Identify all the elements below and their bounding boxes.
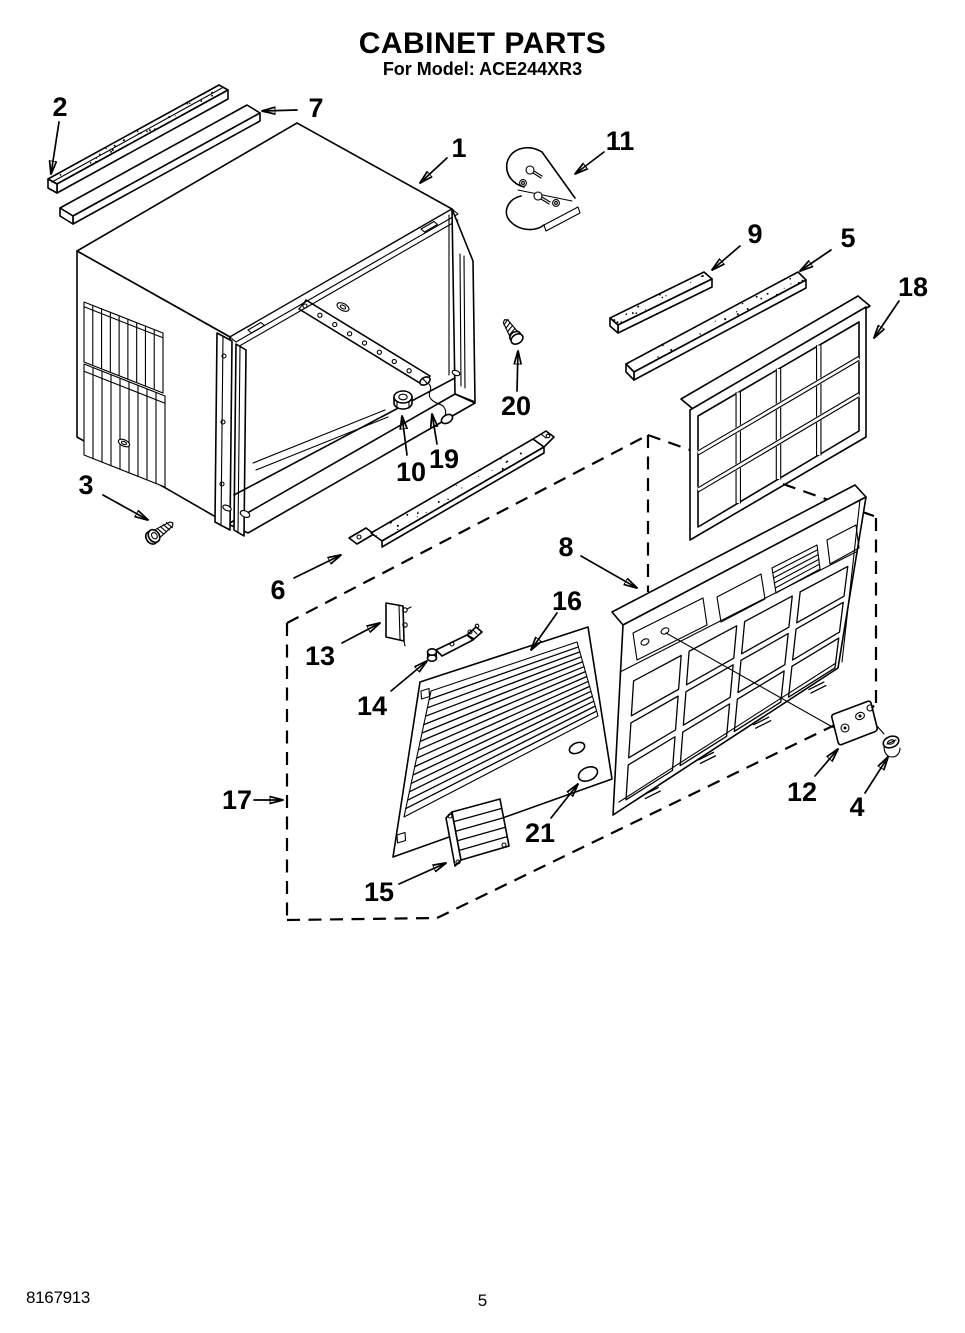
callout-number: 9 [747,219,762,249]
part-16-louvered-panel [392,626,613,858]
part-8-front-grille [611,484,867,816]
part-7-top-angle-rail [59,104,261,225]
callout-number: 1 [451,133,466,163]
callout-11: 11 [575,126,634,174]
callout-number: 13 [305,641,335,671]
page-title: CABINET PARTS [358,27,607,60]
part-14-latch [426,623,483,662]
part-21-oval-opening [577,766,599,782]
part-6-bottom-seal-rail [348,430,555,548]
callout-number: 18 [898,272,928,302]
callout-number: 17 [222,785,252,815]
callout-number: 20 [501,391,531,421]
part-12-control-plate [830,700,885,746]
part-5-seal-strip [625,271,807,381]
callout-18: 18 [874,272,928,338]
model-subtitle: For Model: ACE244XR3 [382,59,583,79]
callout-5: 5 [800,223,856,271]
part-19-clip [419,376,454,425]
callout-number: 3 [78,470,93,500]
callout-number: 19 [429,444,459,474]
callout-2: 2 [51,92,68,174]
document-number: 8167913 [26,1288,91,1307]
callout-1: 1 [420,133,467,183]
callout-15: 15 [364,863,446,907]
page-number: 5 [477,1291,488,1310]
callout-17: 17 [222,785,284,815]
callout-20: 20 [501,350,531,421]
part-4-knob [882,735,901,758]
callout-14: 14 [357,661,427,721]
part-20-screw [502,318,524,345]
part-1-cabinet-shell [76,122,476,537]
callout-number: 8 [558,532,573,562]
callout-number: 12 [787,777,817,807]
part-13-cover-plate [385,602,412,647]
part-10-nut [393,390,413,410]
callout-16: 16 [531,586,582,650]
part-9-seal-strip [609,271,713,334]
callout-13: 13 [305,623,380,671]
callout-number: 6 [270,575,285,605]
callout-number: 11 [606,126,635,156]
callout-8: 8 [558,532,637,588]
callout-number: 4 [849,792,864,822]
callout-6: 6 [270,555,341,605]
part-2-top-seal-rail [47,84,229,194]
callout-9: 9 [712,219,763,270]
callout-number: 21 [525,818,555,848]
part-11-hardware-bracket [505,147,581,232]
callout-number: 14 [357,691,387,721]
part-18-mesh-grille [680,295,871,541]
callout-3: 3 [78,470,148,520]
callout-number: 5 [840,223,855,253]
callout-number: 7 [308,93,323,123]
callout-21: 21 [525,784,578,848]
callout-7: 7 [261,93,324,123]
part-3-screw [144,521,174,545]
callout-number: 10 [396,457,426,487]
callout-number: 2 [52,92,67,122]
part-15-vent-grille [445,798,510,867]
callout-19: 19 [429,414,459,474]
callout-number: 15 [364,877,394,907]
callout-10: 10 [396,416,426,487]
callout-4: 4 [849,757,888,822]
callout-number: 16 [552,586,582,616]
callout-12: 12 [787,749,838,807]
